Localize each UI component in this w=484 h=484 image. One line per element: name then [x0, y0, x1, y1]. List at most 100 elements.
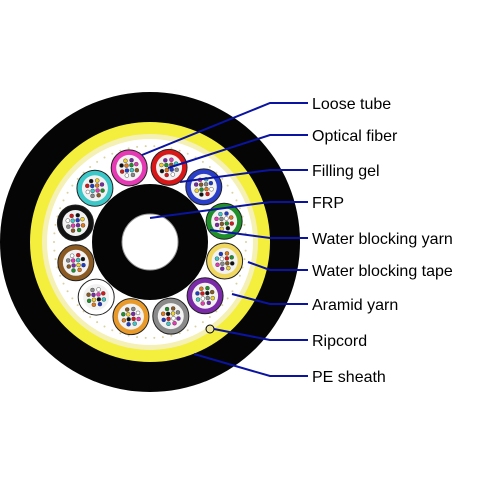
optical-fiber	[224, 221, 230, 226]
yarn-dot	[215, 310, 218, 313]
yarn-dot	[144, 145, 147, 148]
yarn-dot	[111, 152, 114, 155]
yarn-dot	[76, 177, 79, 180]
optical-fiber	[166, 321, 171, 326]
optical-fiber	[119, 163, 124, 168]
frp-center	[121, 213, 179, 271]
yarn-dot	[194, 325, 197, 328]
optical-fiber	[220, 266, 225, 271]
yarn-dot	[243, 223, 246, 226]
optical-fiber	[199, 286, 204, 291]
optical-fiber	[75, 218, 80, 223]
optical-fiber	[131, 311, 136, 317]
optical-fiber	[165, 311, 171, 317]
loose-tube	[76, 169, 114, 207]
yarn-dot	[127, 147, 130, 150]
yarn-dot	[96, 160, 99, 163]
optical-fiber	[90, 287, 95, 293]
optical-fiber	[195, 297, 201, 302]
yarn-dot	[119, 332, 122, 335]
optical-fiber	[69, 213, 74, 219]
optical-fiber	[70, 258, 76, 263]
yarn-dot	[221, 304, 224, 307]
optical-fiber	[80, 217, 85, 222]
optical-fiber	[124, 163, 129, 168]
filling-gel	[116, 154, 143, 181]
loose-tube	[57, 244, 95, 282]
optical-fiber	[205, 191, 210, 197]
optical-fiber	[164, 167, 169, 173]
yarn-dot	[244, 249, 247, 252]
filling-gel	[62, 209, 89, 236]
optical-fiber	[126, 312, 131, 317]
label-frp: FRP	[312, 195, 344, 212]
yarn-dot	[136, 336, 139, 339]
yarn-dot	[243, 258, 246, 261]
optical-fiber	[96, 193, 101, 198]
yarn-dot	[54, 258, 57, 261]
optical-fiber	[132, 321, 137, 326]
optical-fiber	[163, 158, 168, 163]
optical-fiber	[90, 183, 95, 189]
loose-tube	[112, 298, 150, 336]
optical-fiber	[76, 227, 82, 233]
filling-gel	[62, 249, 89, 276]
optical-fiber	[70, 223, 76, 228]
yarn-dot	[178, 149, 181, 152]
label-pe-sheath: PE sheath	[312, 369, 386, 386]
yarn-dot	[235, 199, 238, 202]
optical-fiber	[209, 187, 214, 192]
yarn-dot	[186, 329, 189, 332]
optical-fiber	[230, 261, 235, 266]
optical-fiber	[131, 306, 136, 312]
optical-fiber	[96, 292, 101, 297]
optical-fiber	[126, 322, 131, 327]
optical-fiber	[131, 316, 136, 322]
optical-fiber	[135, 310, 141, 316]
optical-fiber	[75, 213, 80, 218]
optical-fiber	[86, 298, 92, 304]
optical-fiber	[166, 316, 171, 322]
optical-fiber	[204, 186, 209, 192]
ripcord	[205, 324, 215, 334]
optical-fiber	[91, 302, 97, 307]
optical-fiber	[70, 218, 75, 223]
label-loose-tube: Loose tube	[312, 96, 391, 113]
optical-fiber	[136, 316, 141, 322]
optical-fiber	[164, 306, 170, 312]
leader-ripcord	[213, 328, 308, 341]
optical-fiber	[80, 256, 86, 262]
optical-fiber	[161, 317, 166, 323]
optical-fiber	[86, 292, 91, 297]
optical-fiber	[224, 256, 230, 261]
optical-fiber	[215, 262, 220, 267]
optical-fiber	[214, 256, 220, 261]
optical-fiber	[65, 218, 70, 223]
optical-fiber	[175, 310, 181, 315]
filling-gel	[83, 284, 110, 311]
label-water-blocking-yarn: Water blocking yarn	[312, 231, 453, 248]
yarn-dot	[170, 147, 173, 150]
yarn-dot	[127, 334, 130, 337]
loose-tube	[185, 168, 223, 206]
optical-fiber	[219, 221, 225, 227]
optical-fiber	[200, 291, 205, 296]
optical-fiber	[208, 180, 214, 186]
optical-fiber	[205, 285, 210, 291]
yarn-dot	[82, 171, 85, 174]
optical-fiber	[200, 296, 206, 301]
yarn-dot	[245, 241, 247, 243]
optical-fiber	[219, 256, 225, 261]
optical-fiber	[171, 316, 176, 321]
optical-fiber	[229, 255, 234, 260]
optical-fiber	[71, 268, 76, 273]
optical-fiber	[119, 169, 125, 174]
label-filling-gel: Filling gel	[312, 163, 380, 180]
label-ripcord: Ripcord	[312, 333, 367, 350]
optical-fiber	[195, 291, 200, 296]
optical-fiber	[81, 262, 86, 268]
optical-fiber	[94, 183, 100, 188]
optical-fiber	[75, 257, 81, 263]
